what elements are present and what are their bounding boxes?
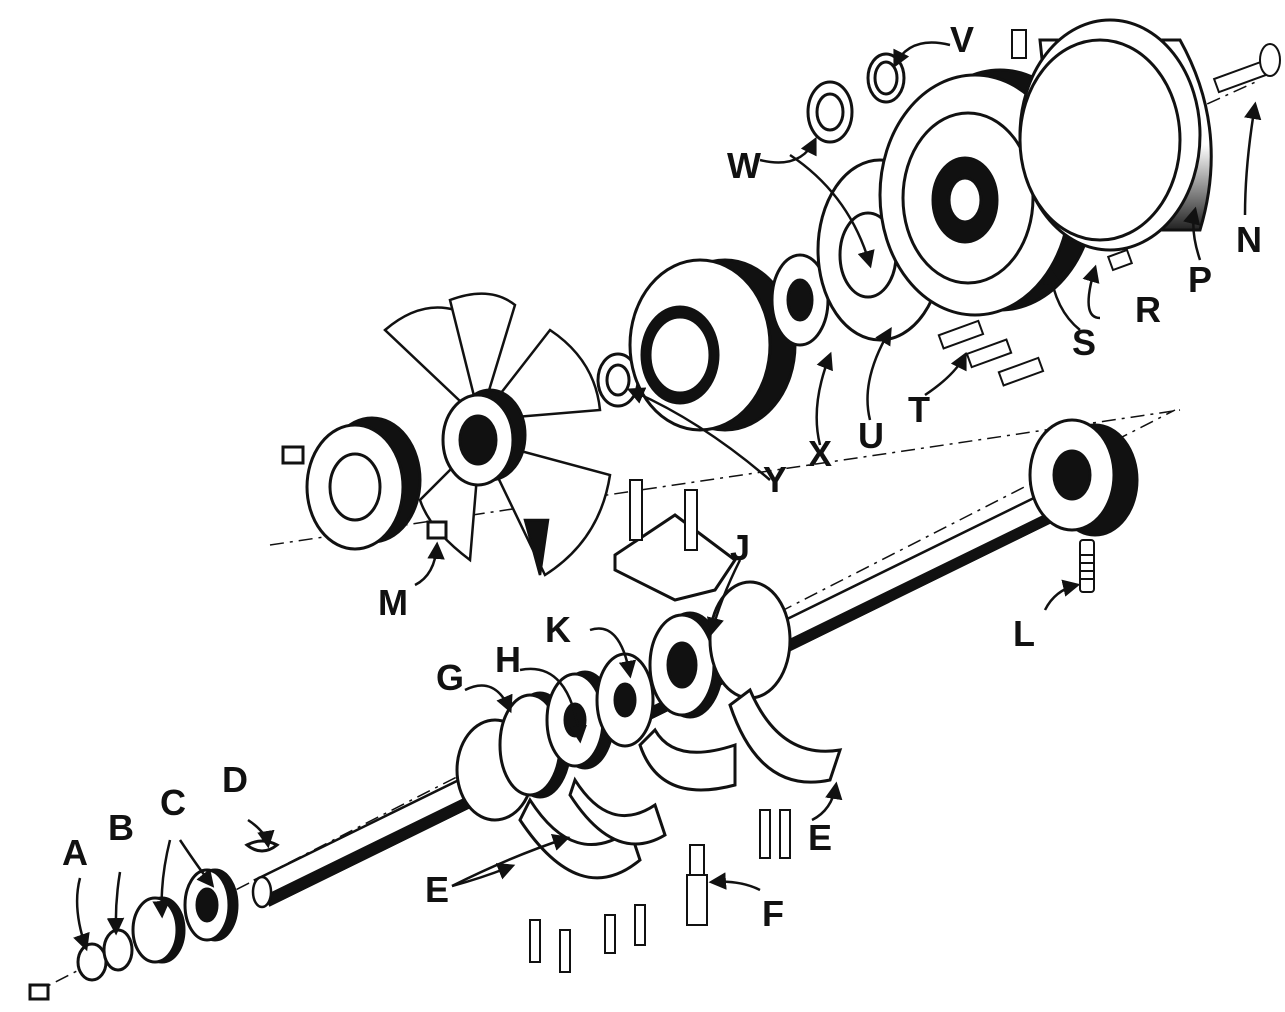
- label-A: A: [62, 832, 88, 873]
- label-U: U: [858, 415, 884, 456]
- label-W: W: [727, 145, 761, 186]
- bearing-cap-E-lower: [518, 776, 667, 880]
- ring-V: [866, 52, 906, 104]
- label-L: L: [1013, 613, 1035, 654]
- label-C: C: [160, 782, 186, 823]
- label-H: H: [495, 639, 521, 680]
- label-V: V: [950, 19, 975, 60]
- label-T: T: [908, 389, 930, 430]
- bearing-stack: [455, 580, 792, 822]
- label-F: F: [762, 893, 784, 934]
- label-D: D: [222, 759, 248, 800]
- set-screw-L: [1079, 539, 1095, 593]
- screws-T: [937, 319, 1045, 387]
- cap-screws: [529, 479, 791, 973]
- label-J: J: [730, 527, 751, 568]
- collar-L: [1028, 418, 1139, 537]
- collar-M: [281, 416, 448, 551]
- label-N: N: [1236, 219, 1262, 260]
- set-screw-R: [1106, 248, 1134, 272]
- label-S: S: [1072, 322, 1097, 363]
- set-screw-top: [1011, 29, 1027, 59]
- label-P: P: [1188, 259, 1213, 300]
- seal-W: [806, 80, 854, 144]
- cup-P: [1018, 18, 1213, 252]
- screw-N: [1212, 43, 1281, 94]
- label-E-right: E: [808, 817, 833, 858]
- label-B: B: [108, 807, 134, 848]
- label-E-left: E: [425, 869, 450, 910]
- label-M: M: [378, 582, 408, 623]
- fan-hub: [441, 388, 527, 487]
- label-Y: Y: [763, 459, 788, 500]
- bearing-cap-E-upper: [638, 687, 843, 792]
- label-R: R: [1135, 289, 1161, 330]
- bearing-cap-top: [613, 513, 738, 602]
- label-K: K: [545, 609, 571, 650]
- stud-F: [686, 844, 708, 926]
- leader-lines: [73, 41, 1262, 952]
- end-parts: [28, 839, 280, 1001]
- label-G: G: [436, 657, 465, 698]
- label-X: X: [808, 433, 833, 474]
